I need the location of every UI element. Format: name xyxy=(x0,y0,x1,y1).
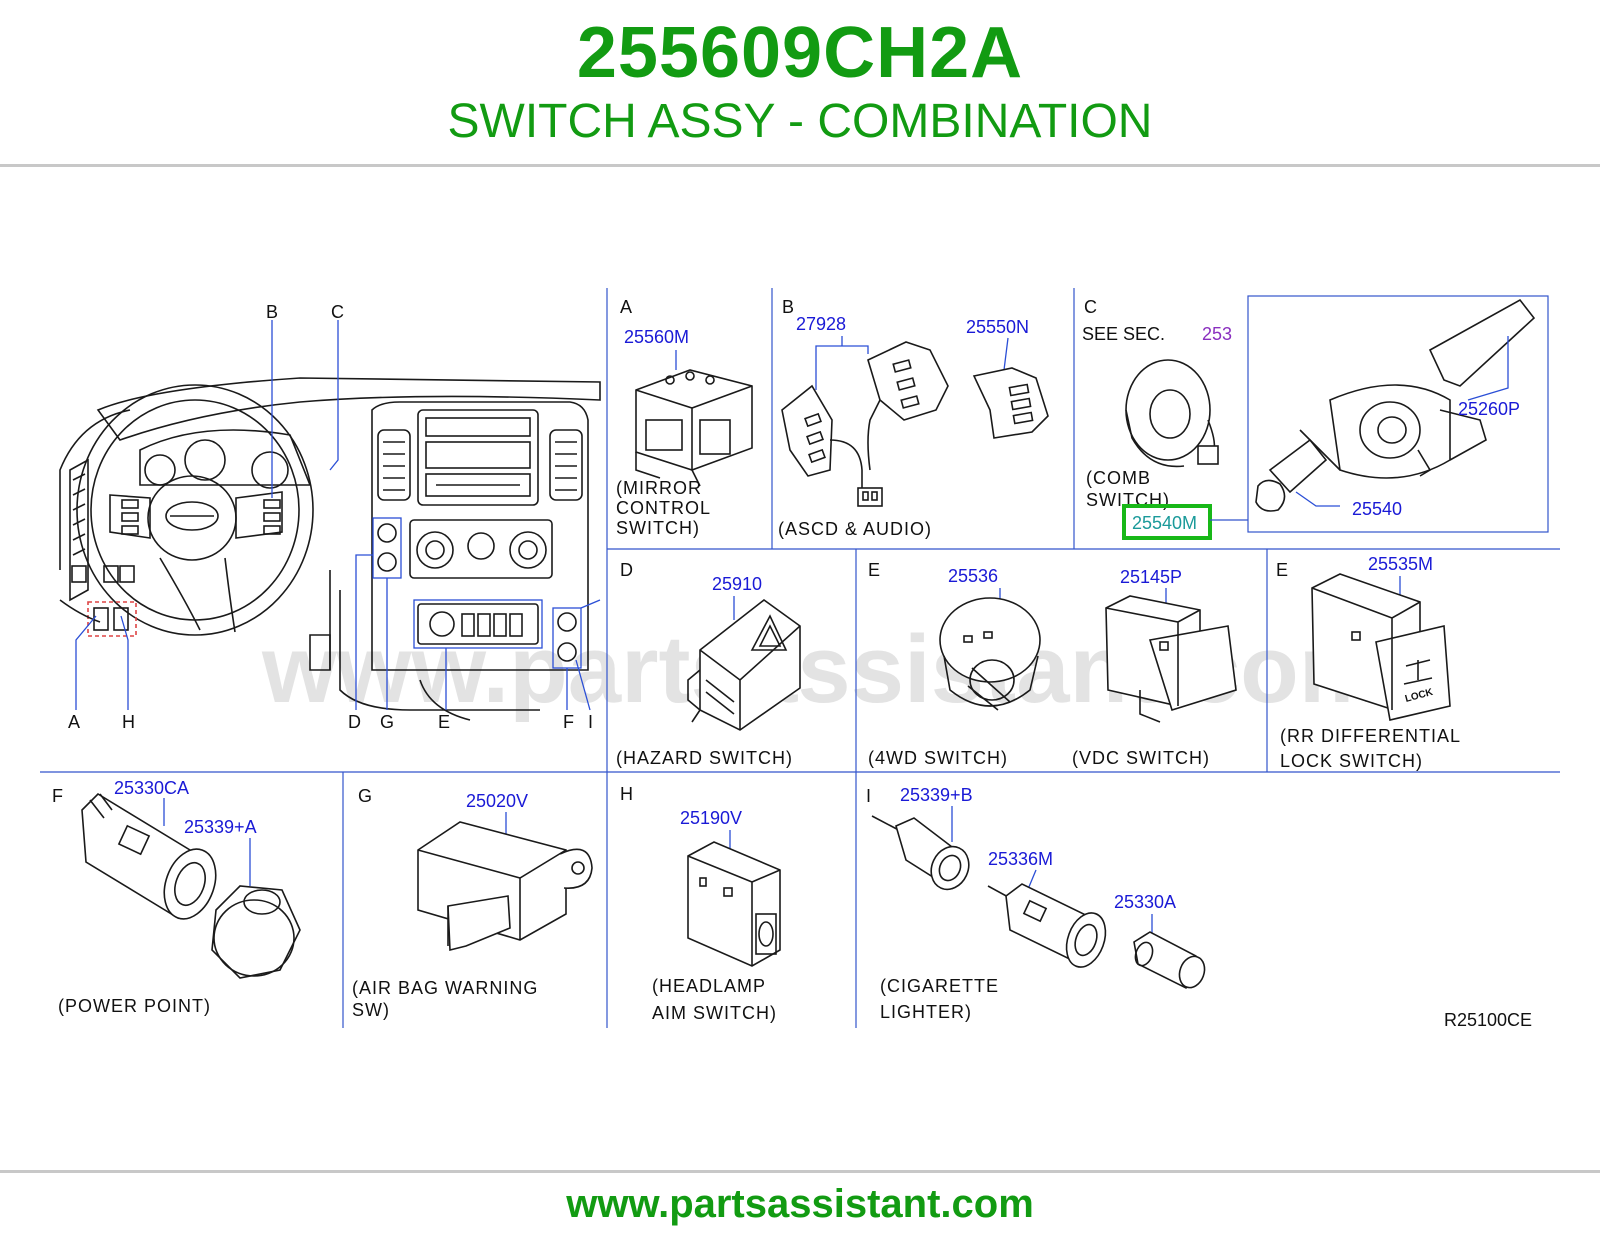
panel-c-caption-1: (COMB xyxy=(1086,468,1151,488)
panel-e2-caption-2: LOCK SWITCH) xyxy=(1280,751,1423,771)
footer-divider xyxy=(0,1170,1600,1173)
part-number-title: 255609CH2A xyxy=(576,13,1024,93)
panel-e2-letter: E xyxy=(1276,560,1288,580)
panel-g-letter: G xyxy=(358,786,372,806)
hazard-switch-drawing xyxy=(687,596,801,731)
panel-i-part-3: 25330A xyxy=(1114,892,1176,912)
figure-code: R25100CE xyxy=(1444,1010,1532,1030)
panel-h-caption-1: (HEADLAMP xyxy=(652,976,766,996)
panel-g-caption-1: (AIR BAG WARNING xyxy=(352,978,538,998)
panel-b-caption: (ASCD & AUDIO) xyxy=(778,519,932,539)
overview-label-c: C xyxy=(331,302,345,322)
overview-label-b: B xyxy=(266,302,279,322)
panel-b-part-2: 25550N xyxy=(966,317,1029,337)
overview-label-a: A xyxy=(68,712,81,732)
panel-h-letter: H xyxy=(620,784,633,804)
panel-a-caption-3: SWITCH) xyxy=(616,518,700,538)
panel-a-caption-1: (MIRROR xyxy=(616,478,702,498)
panel-h-part: 25190V xyxy=(680,808,742,828)
panel-f-part-1: 25330CA xyxy=(114,778,189,798)
panel-e1-caption-2: (VDC SWITCH) xyxy=(1072,748,1210,768)
panel-c-letter: C xyxy=(1084,297,1097,317)
air-bag-warning-switch-drawing xyxy=(417,812,593,952)
overview-label-e: E xyxy=(438,712,451,732)
panel-i-caption-2: LIGHTER) xyxy=(880,1002,972,1022)
panel-c-sec-ref: 253 xyxy=(1202,324,1232,344)
panel-c-see-sec: SEE SEC. xyxy=(1082,324,1165,344)
panel-c-part-1: 25260P xyxy=(1458,399,1520,419)
vdc-switch-drawing xyxy=(1105,588,1237,723)
panel-d-caption: (HAZARD SWITCH) xyxy=(616,748,793,768)
panel-f-letter: F xyxy=(52,786,63,806)
panel-d-part: 25910 xyxy=(712,574,762,594)
4wd-switch-drawing xyxy=(939,588,1041,711)
panel-i-letter: I xyxy=(866,786,871,806)
panel-c-part-2: 25540 xyxy=(1352,499,1402,519)
highlighted-part-frame xyxy=(1122,504,1212,540)
ascd-audio-switch-drawing xyxy=(781,336,1049,507)
panel-e2-part: 25535M xyxy=(1368,554,1433,574)
panel-b-letter: B xyxy=(782,297,794,317)
overview-label-i: I xyxy=(588,712,594,732)
panel-f-caption: (POWER POINT) xyxy=(58,996,211,1016)
rr-differential-lock-switch-drawing xyxy=(1311,573,1451,721)
mirror-control-switch-drawing xyxy=(635,350,753,487)
panel-g-part: 25020V xyxy=(466,791,528,811)
panel-b-part-1: 27928 xyxy=(796,314,846,334)
panel-f-part-2: 25339+A xyxy=(184,817,257,837)
cigarette-lighter-drawing xyxy=(871,806,1206,989)
panel-h-caption-2: AIM SWITCH) xyxy=(652,1003,777,1023)
panel-i-caption-1: (CIGARETTE xyxy=(880,976,999,996)
power-point-drawing xyxy=(81,792,301,979)
panel-i-part-2: 25336M xyxy=(988,849,1053,869)
panel-a-part: 25560M xyxy=(624,327,689,347)
headlamp-aim-switch-drawing xyxy=(687,830,781,967)
footer-website-link[interactable]: www.partsassistant.com xyxy=(566,1182,1034,1226)
panel-e1-part-2: 25145P xyxy=(1120,567,1182,587)
panel-e2-caption-1: (RR DIFFERENTIAL xyxy=(1280,726,1461,746)
panel-e1-letter: E xyxy=(868,560,880,580)
panel-c-highlighted-part[interactable]: 25540M xyxy=(1132,513,1197,533)
panel-grid xyxy=(40,288,1560,1028)
parts-diagram: www.partsassistant.com xyxy=(40,288,1560,1030)
overview-label-d: D xyxy=(348,712,362,732)
overview-label-f: F xyxy=(563,712,575,732)
spiral-cable-drawing xyxy=(1125,359,1219,468)
panel-a-caption-2: CONTROL xyxy=(616,498,711,518)
panel-d-letter: D xyxy=(620,560,633,580)
panel-g-caption-2: SW) xyxy=(352,1000,390,1020)
panel-e1-part-1: 25536 xyxy=(948,566,998,586)
header-divider xyxy=(0,164,1600,167)
panel-e1-caption-1: (4WD SWITCH) xyxy=(868,748,1008,768)
panel-a-letter: A xyxy=(620,297,632,317)
page-header: 255609CH2A SWITCH ASSY - COMBINATION xyxy=(0,0,1600,170)
part-name-subtitle: SWITCH ASSY - COMBINATION xyxy=(447,95,1153,148)
overview-label-g: G xyxy=(380,712,395,732)
combination-switch-drawing xyxy=(1210,295,1549,533)
panel-i-part-1: 25339+B xyxy=(900,785,973,805)
dashboard-overview xyxy=(59,320,601,721)
overview-label-h: H xyxy=(122,712,136,732)
